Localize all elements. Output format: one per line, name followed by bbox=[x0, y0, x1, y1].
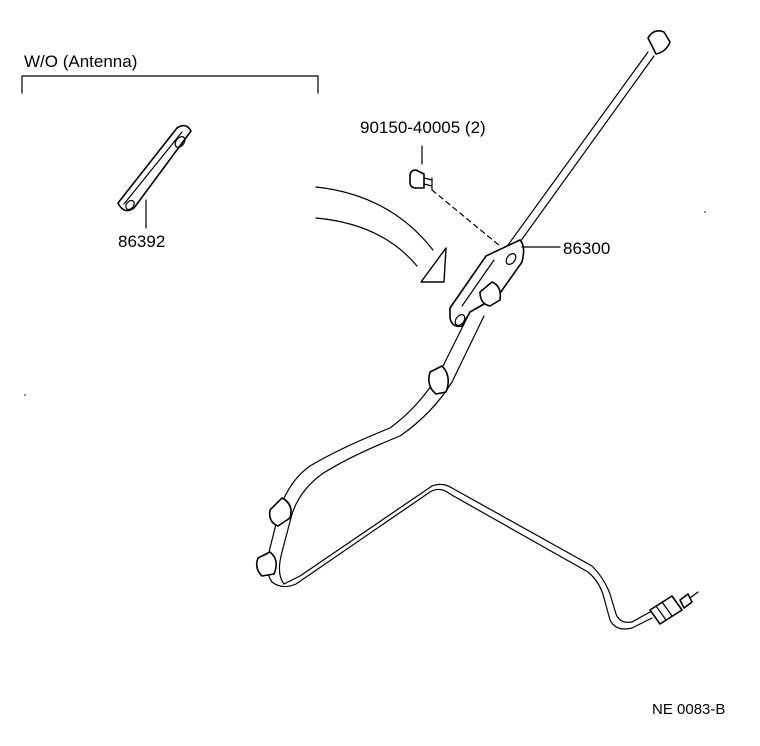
screw-dashed-line bbox=[431, 189, 501, 247]
stray-dot bbox=[704, 211, 706, 213]
install-arrow bbox=[315, 186, 447, 283]
antenna-plug bbox=[649, 591, 699, 625]
antenna-cable bbox=[255, 311, 653, 630]
group-label-text: W/O (Antenna) bbox=[24, 52, 137, 71]
spacer-part-number: 86392 bbox=[118, 232, 165, 251]
screw-part bbox=[409, 169, 433, 191]
antenna-mount bbox=[449, 239, 525, 328]
antenna-part-number: 86300 bbox=[563, 239, 610, 258]
group-bracket bbox=[21, 75, 319, 94]
stray-dot bbox=[24, 394, 26, 396]
spacer-bracket-part bbox=[117, 124, 192, 212]
antenna-mast bbox=[499, 30, 671, 261]
screw-part-number: 90150-40005 (2) bbox=[360, 118, 486, 137]
figure-code: NE 0083-B bbox=[652, 701, 725, 718]
